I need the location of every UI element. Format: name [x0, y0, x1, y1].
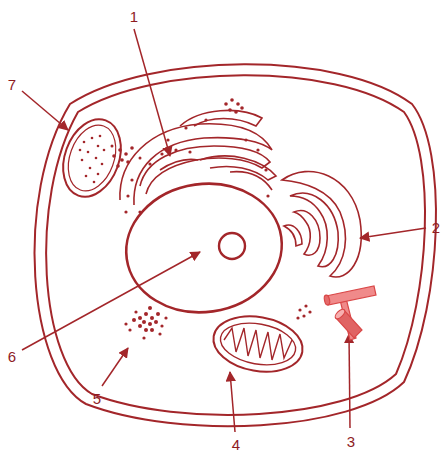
- leader-lines: [22, 29, 426, 432]
- cell-membrane: [46, 75, 425, 415]
- cell-wall: [35, 64, 436, 426]
- callout-number: 2: [432, 220, 440, 235]
- mitochondrion: [209, 310, 307, 379]
- vesicle: [53, 111, 131, 205]
- callout-number: 1: [130, 9, 138, 24]
- ribosomes: [79, 98, 312, 339]
- callout-number: 5: [93, 391, 101, 406]
- nucleus: [118, 174, 290, 322]
- golgi-apparatus: [282, 171, 361, 276]
- callout-number: 4: [232, 437, 240, 452]
- callout-number: 3: [347, 434, 355, 449]
- callout-number: 6: [8, 349, 16, 364]
- nucleolus: [219, 233, 245, 259]
- centriole: [324, 286, 376, 340]
- endoplasmic-reticulum: [120, 110, 276, 205]
- callout-number: 7: [8, 77, 16, 92]
